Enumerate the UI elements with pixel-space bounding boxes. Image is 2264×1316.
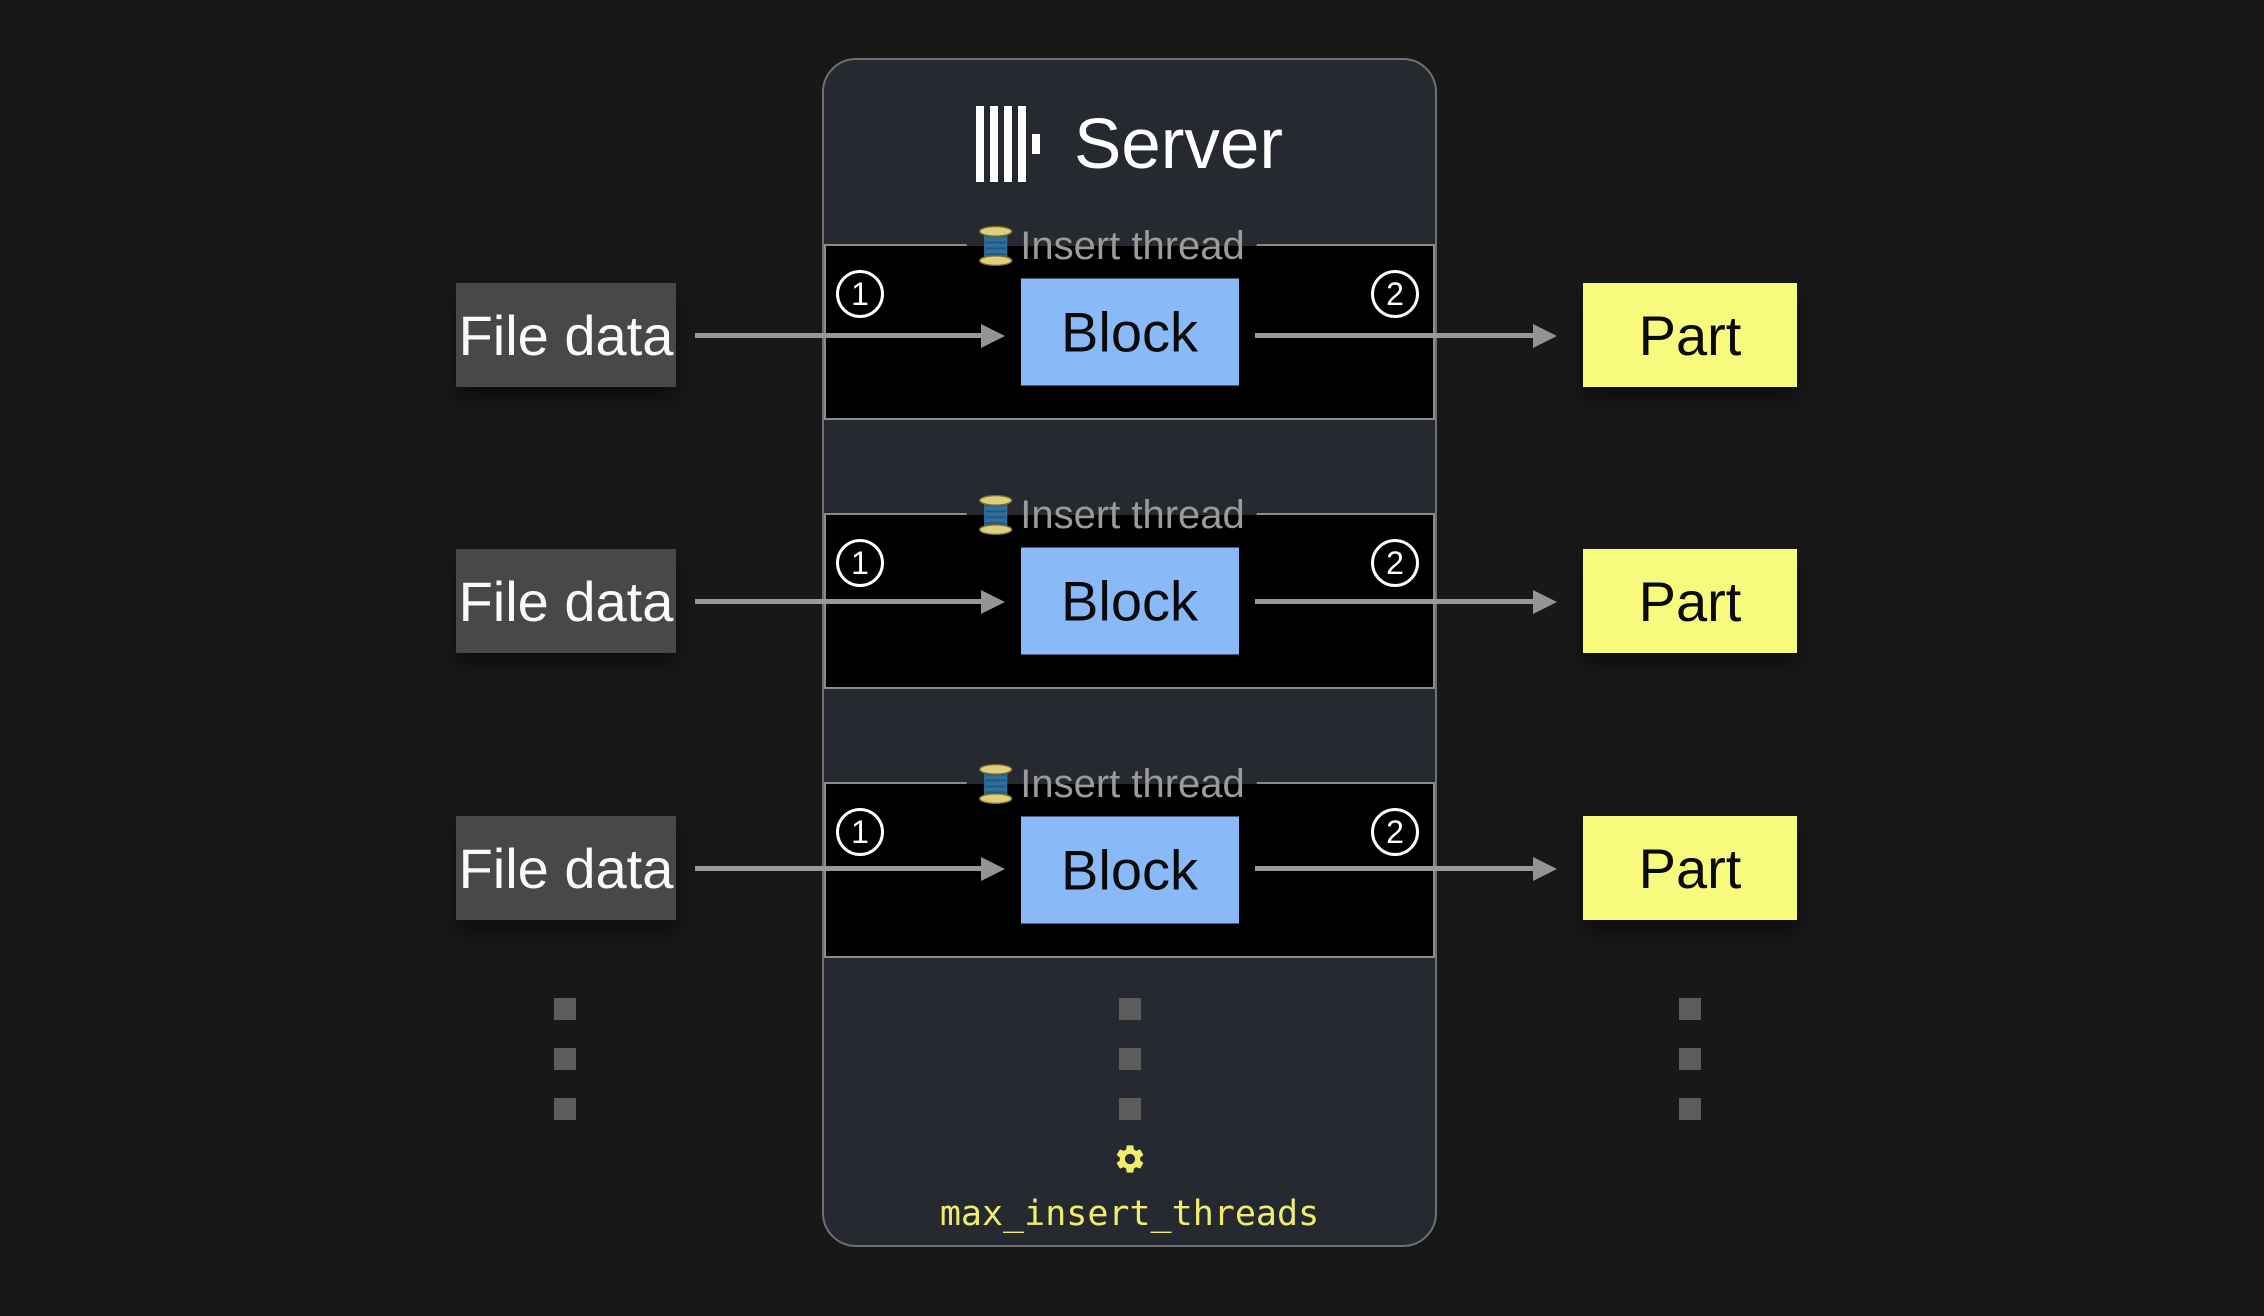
part-box: Part: [1583, 549, 1797, 653]
step-1-number: 1: [851, 275, 869, 312]
block-box: Block: [1020, 816, 1239, 924]
step-1-badge: 1: [836, 270, 884, 318]
arrow-file-to-block: [695, 599, 981, 604]
part-label: Part: [1638, 836, 1742, 900]
insert-thread-label: Insert thread: [966, 760, 1257, 808]
insert-thread-label-text: Insert thread: [1020, 762, 1245, 806]
step-2-number: 2: [1386, 813, 1404, 850]
logo-bar: [1003, 106, 1012, 182]
block-label: Block: [1061, 300, 1198, 364]
ellipsis-dots-parts: [1679, 998, 1701, 1148]
insert-thread-label: Insert thread: [966, 491, 1257, 539]
file-data-label: File data: [458, 569, 674, 633]
dot: [1118, 1098, 1141, 1120]
file-data-box: File data: [456, 283, 676, 387]
clickhouse-logo-icon: [975, 106, 1040, 182]
logo-bar: [975, 106, 984, 182]
dot: [1679, 1048, 1701, 1070]
server-title: Server: [1073, 104, 1284, 184]
arrow-file-to-block: [695, 866, 981, 871]
arrow-block-to-part: [1255, 599, 1533, 604]
insert-thread-label-text: Insert thread: [1020, 493, 1245, 537]
block-label: Block: [1061, 838, 1198, 902]
part-box: Part: [1583, 816, 1797, 920]
dot: [554, 998, 576, 1020]
block-box: Block: [1020, 278, 1239, 386]
step-2-badge: 2: [1371, 539, 1419, 587]
ellipsis-dots-threads: [1118, 998, 1141, 1148]
step-2-number: 2: [1386, 275, 1404, 312]
arrow-block-to-part: [1255, 866, 1533, 871]
thread-spool-icon: [978, 495, 1012, 535]
dot: [1679, 1098, 1701, 1120]
arrow-file-to-block: [695, 333, 981, 338]
thread-spool-icon: [978, 226, 1012, 266]
insert-thread-box: Insert thread 1 Block 2: [824, 222, 1435, 420]
part-label: Part: [1638, 303, 1742, 367]
dot: [1679, 998, 1701, 1020]
logo-bar: [989, 106, 998, 182]
step-1-number: 1: [851, 813, 869, 850]
insert-thread-label: Insert thread: [966, 222, 1257, 270]
max-insert-threads-setting: max_insert_threads: [939, 1194, 1320, 1234]
dot: [554, 1048, 576, 1070]
insert-thread-label-text: Insert thread: [1020, 224, 1245, 268]
dot: [1118, 1048, 1141, 1070]
gear-icon: [824, 1142, 1435, 1176]
file-data-box: File data: [456, 549, 676, 653]
dot: [554, 1098, 576, 1120]
file-data-label: File data: [458, 836, 674, 900]
server-panel: Server Insert thread 1 Block: [822, 58, 1437, 1247]
server-header: Server: [824, 104, 1435, 184]
step-2-badge: 2: [1371, 270, 1419, 318]
step-2-number: 2: [1386, 544, 1404, 581]
step-2-badge: 2: [1371, 808, 1419, 856]
step-1-badge: 1: [836, 539, 884, 587]
block-box: Block: [1020, 547, 1239, 655]
step-1-number: 1: [851, 544, 869, 581]
file-data-box: File data: [456, 816, 676, 920]
arrow-block-to-part: [1255, 333, 1533, 338]
ellipsis-dots-file-data: [554, 998, 576, 1148]
step-1-badge: 1: [836, 808, 884, 856]
dot: [1118, 998, 1141, 1020]
file-data-label: File data: [458, 303, 674, 367]
block-label: Block: [1061, 569, 1198, 633]
part-label: Part: [1638, 569, 1742, 633]
logo-bar: [1017, 106, 1026, 182]
thread-spool-icon: [978, 764, 1012, 804]
part-box: Part: [1583, 283, 1797, 387]
logo-dash: [1031, 134, 1040, 154]
